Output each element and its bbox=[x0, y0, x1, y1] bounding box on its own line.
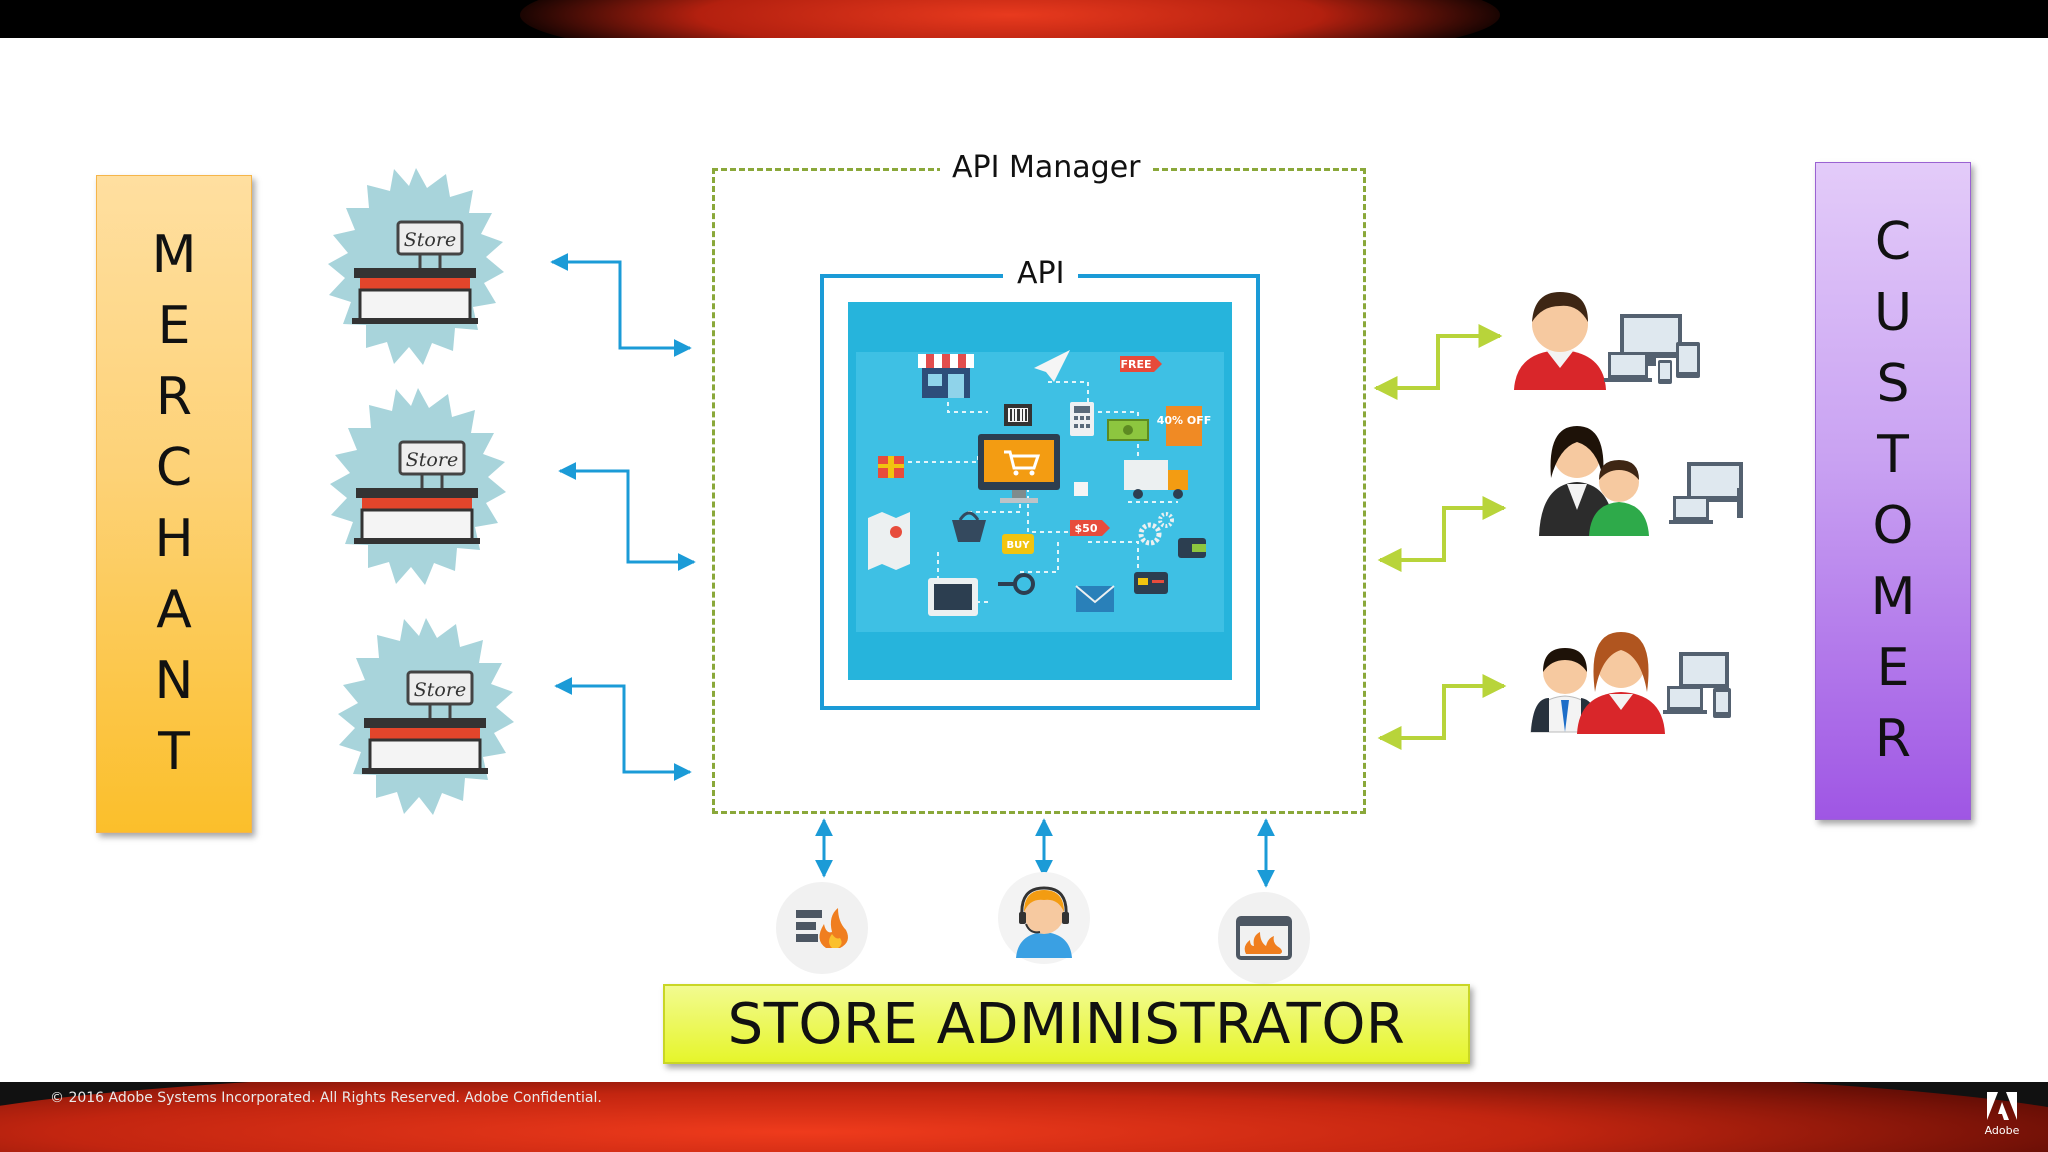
calculator-icon bbox=[1070, 402, 1094, 436]
store-administrator-label: STORE ADMINISTRATOR bbox=[727, 991, 1406, 1057]
customer-single bbox=[1508, 278, 1718, 413]
free-tag-icon: FREE bbox=[1120, 356, 1162, 372]
shop-icon bbox=[918, 354, 974, 398]
basket-icon bbox=[952, 511, 986, 542]
ecommerce-icons: FREE 40% OFF bbox=[856, 350, 1224, 632]
merchant-letter: E bbox=[157, 296, 191, 356]
customer-avatar-icon bbox=[1514, 292, 1700, 390]
store-icon: Store bbox=[330, 388, 506, 585]
credit-card-icon bbox=[1134, 572, 1168, 594]
customer-letter: E bbox=[1876, 638, 1910, 698]
wallet-icon bbox=[1178, 538, 1206, 558]
customer-arrow bbox=[1377, 674, 1507, 750]
barcode-icon bbox=[1004, 404, 1032, 426]
merchant-letter: R bbox=[155, 367, 193, 427]
customer-letter: M bbox=[1870, 567, 1916, 627]
customer-parent-child bbox=[1522, 418, 1762, 553]
store-administrator-bar: STORE ADMINISTRATOR bbox=[663, 984, 1470, 1064]
customer-avatar-icon bbox=[1539, 426, 1743, 536]
store-badge: Store bbox=[318, 388, 518, 593]
merchant-letter: T bbox=[158, 722, 190, 782]
buy-tag-icon: BUY bbox=[1002, 534, 1034, 554]
customer-panel: C U S T O M E R bbox=[1815, 162, 1971, 820]
store-sign-text: Store bbox=[414, 679, 466, 701]
gift-icon bbox=[878, 456, 904, 478]
copyright-text: © 2016 Adobe Systems Incorporated. All R… bbox=[50, 1090, 602, 1106]
customer-letter: R bbox=[1874, 709, 1912, 769]
store-icon: Store bbox=[338, 618, 514, 815]
adobe-logo-icon bbox=[1987, 1092, 2017, 1120]
support-agent-icon bbox=[998, 872, 1090, 964]
customer-couple bbox=[1504, 628, 1764, 763]
svg-text:40% OFF: 40% OFF bbox=[1157, 414, 1212, 427]
map-icon bbox=[868, 512, 910, 570]
discount-tag-icon: 40% OFF bbox=[1157, 406, 1212, 446]
cup-icon bbox=[1074, 482, 1088, 496]
store-icon: Store bbox=[328, 168, 504, 365]
firewall-icon bbox=[776, 882, 868, 974]
adobe-logo: Adobe bbox=[1980, 1092, 2024, 1144]
browser-fire-icon bbox=[1218, 892, 1310, 984]
magnifier-icon bbox=[998, 573, 1035, 595]
store-sign-text: Store bbox=[406, 449, 458, 471]
footer-bar: © 2016 Adobe Systems Incorporated. All R… bbox=[0, 1082, 2048, 1152]
store-arrow bbox=[550, 253, 692, 357]
customer-letter: U bbox=[1873, 283, 1913, 343]
customer-letter: O bbox=[1872, 496, 1914, 556]
merchant-panel: M E R C H A N T bbox=[96, 175, 252, 833]
customer-avatar-icon bbox=[1530, 632, 1731, 734]
api-label: API bbox=[1003, 256, 1079, 291]
tablet-icon bbox=[928, 578, 978, 616]
monitor-cart-icon bbox=[978, 434, 1060, 503]
svg-text:FREE: FREE bbox=[1120, 358, 1151, 371]
customer-arrow bbox=[1373, 324, 1503, 400]
delivery-truck-icon bbox=[1124, 460, 1188, 499]
store-badge: Store bbox=[316, 168, 516, 373]
store-arrow bbox=[558, 462, 696, 571]
merchant-letter: C bbox=[155, 438, 193, 498]
customer-letter: C bbox=[1874, 212, 1912, 272]
ecommerce-illustration: FREE 40% OFF bbox=[848, 302, 1232, 680]
price-tag-icon: $50 bbox=[1070, 520, 1110, 536]
svg-text:$50: $50 bbox=[1075, 522, 1098, 535]
store-badge: Store bbox=[326, 618, 526, 823]
merchant-letter: M bbox=[151, 225, 197, 285]
money-icon bbox=[1107, 419, 1149, 441]
paper-plane-icon bbox=[1034, 350, 1070, 382]
store-sign-text: Store bbox=[404, 229, 456, 251]
customer-letter: T bbox=[1877, 425, 1909, 485]
merchant-letter: A bbox=[156, 580, 192, 640]
merchant-letter: N bbox=[154, 651, 194, 711]
merchant-letter: H bbox=[154, 509, 194, 569]
customer-letter: S bbox=[1876, 354, 1910, 414]
envelope-icon bbox=[1075, 585, 1115, 612]
gears-icon bbox=[1138, 512, 1174, 546]
top-decorative-bar bbox=[0, 0, 2048, 38]
store-arrow bbox=[554, 677, 692, 781]
adobe-logo-text: Adobe bbox=[1984, 1124, 2020, 1137]
api-manager-label: API Manager bbox=[940, 150, 1153, 185]
svg-text:BUY: BUY bbox=[1007, 540, 1031, 551]
customer-arrow bbox=[1377, 496, 1507, 572]
